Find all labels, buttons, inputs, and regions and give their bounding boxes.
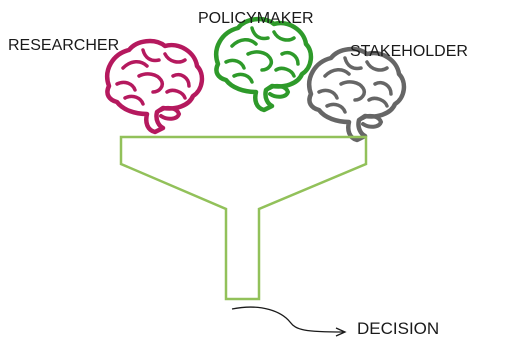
policymaker-label: POLICYMAKER [198,10,314,27]
curved-arrow-icon [231,306,347,337]
policymaker-brain-icon [216,19,311,110]
researcher-label: RESEARCHER [8,37,120,54]
funnel-icon [119,135,368,301]
stakeholder-label: STAKEHOLDER [350,43,468,60]
researcher-brain-icon [107,41,202,132]
decision-label: DECISION [357,319,440,338]
stakeholder-brain-icon [309,49,404,140]
